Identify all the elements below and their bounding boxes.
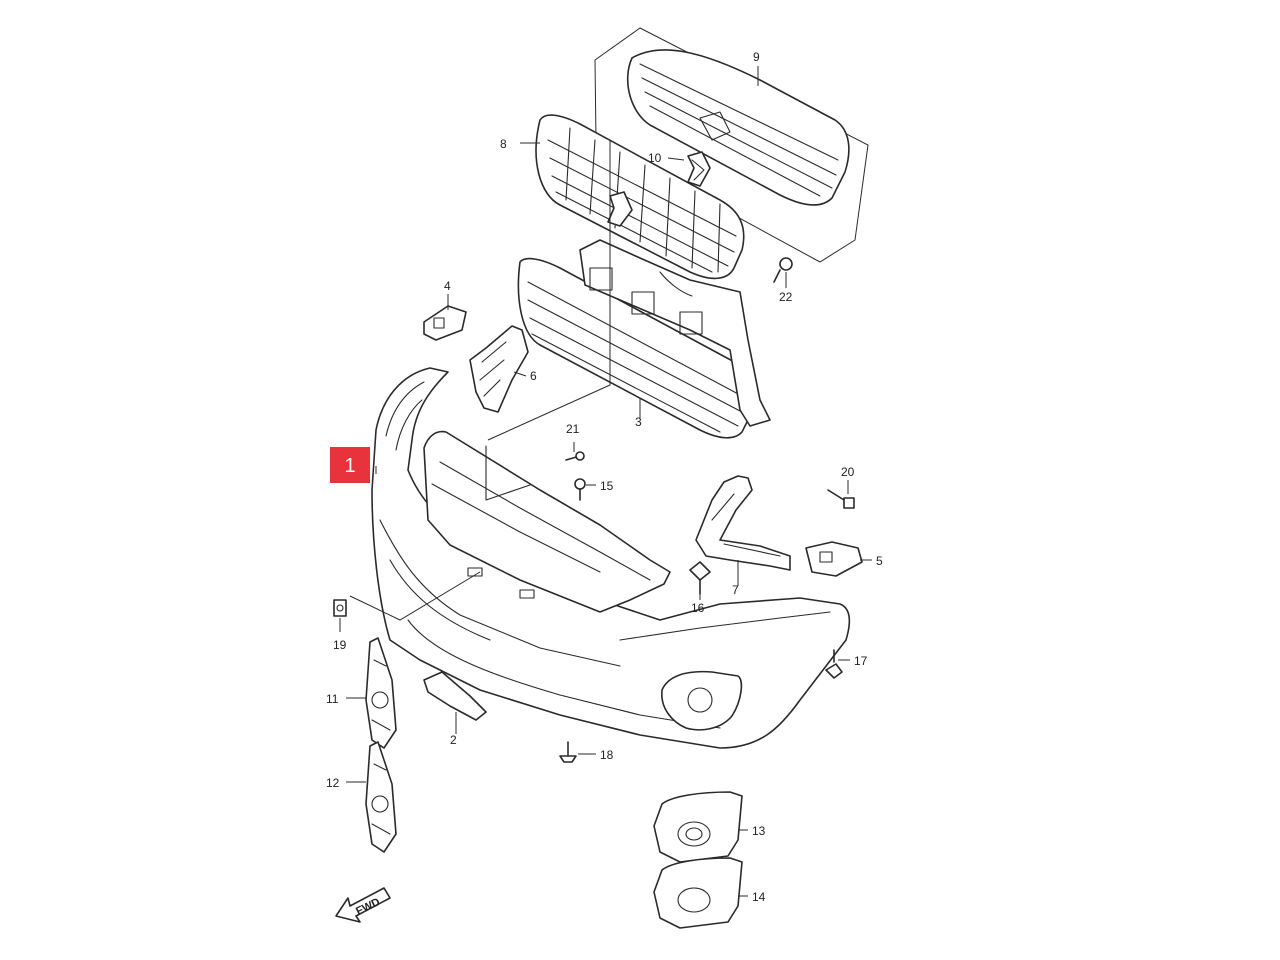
callout-6: 6 xyxy=(530,369,537,383)
clip-17-part xyxy=(825,649,843,679)
bracket-4-part xyxy=(423,305,467,341)
callout-2: 2 xyxy=(450,733,457,747)
callout-9: 9 xyxy=(753,50,760,64)
emblem-part xyxy=(687,151,711,187)
callout-11: 11 xyxy=(326,692,339,706)
side-cover-12-part xyxy=(365,741,397,853)
callout-10: 10 xyxy=(648,151,662,165)
grille-frame-part xyxy=(517,239,771,439)
callout-5: 5 xyxy=(876,554,883,568)
leader-lines xyxy=(339,66,872,897)
callout-8: 8 xyxy=(500,137,507,151)
bumper-cover-part xyxy=(371,367,851,749)
callout-20: 20 xyxy=(841,465,855,479)
upper-grille-part xyxy=(594,27,869,263)
fog-bezel-14-part xyxy=(653,857,743,929)
callout-17: 17 xyxy=(854,654,868,668)
callout-4: 4 xyxy=(444,279,451,293)
callout-7: 7 xyxy=(732,583,739,597)
callout-16: 16 xyxy=(691,601,705,615)
screw-21-part xyxy=(565,451,585,461)
highlight-badge: 1 xyxy=(330,447,370,483)
screw-16-part xyxy=(689,561,711,595)
fog-bezel-13-part xyxy=(653,791,743,863)
trim-2-part xyxy=(423,671,487,721)
bracket-5-part xyxy=(805,541,863,577)
callout-21: 21 xyxy=(566,422,580,436)
callout-22: 22 xyxy=(779,290,793,304)
bracket-7-part xyxy=(695,475,791,571)
callout-13: 13 xyxy=(752,824,766,838)
highlight-badge-label: 1 xyxy=(344,455,355,477)
bracket-6-part xyxy=(469,325,529,413)
nut-19-part xyxy=(333,599,347,617)
callout-18: 18 xyxy=(600,748,614,762)
screw-20-part xyxy=(827,489,855,509)
fwd-label: FWD xyxy=(354,896,382,918)
callout-12: 12 xyxy=(326,776,340,790)
callout-14: 14 xyxy=(752,890,766,904)
fwd-arrow-icon: FWD xyxy=(335,887,391,923)
callout-labels: 2 3 4 5 6 7 8 9 10 11 12 13 14 15 16 17 … xyxy=(326,50,883,904)
callout-19: 19 xyxy=(333,638,347,652)
clip-18-part xyxy=(559,741,577,763)
front-grille-mesh-part xyxy=(535,114,745,280)
clip-15-part xyxy=(574,478,586,501)
screw-22-part xyxy=(773,257,793,283)
callout-15: 15 xyxy=(600,479,614,493)
side-cover-11-part xyxy=(365,637,397,749)
callout-3: 3 xyxy=(635,415,642,429)
